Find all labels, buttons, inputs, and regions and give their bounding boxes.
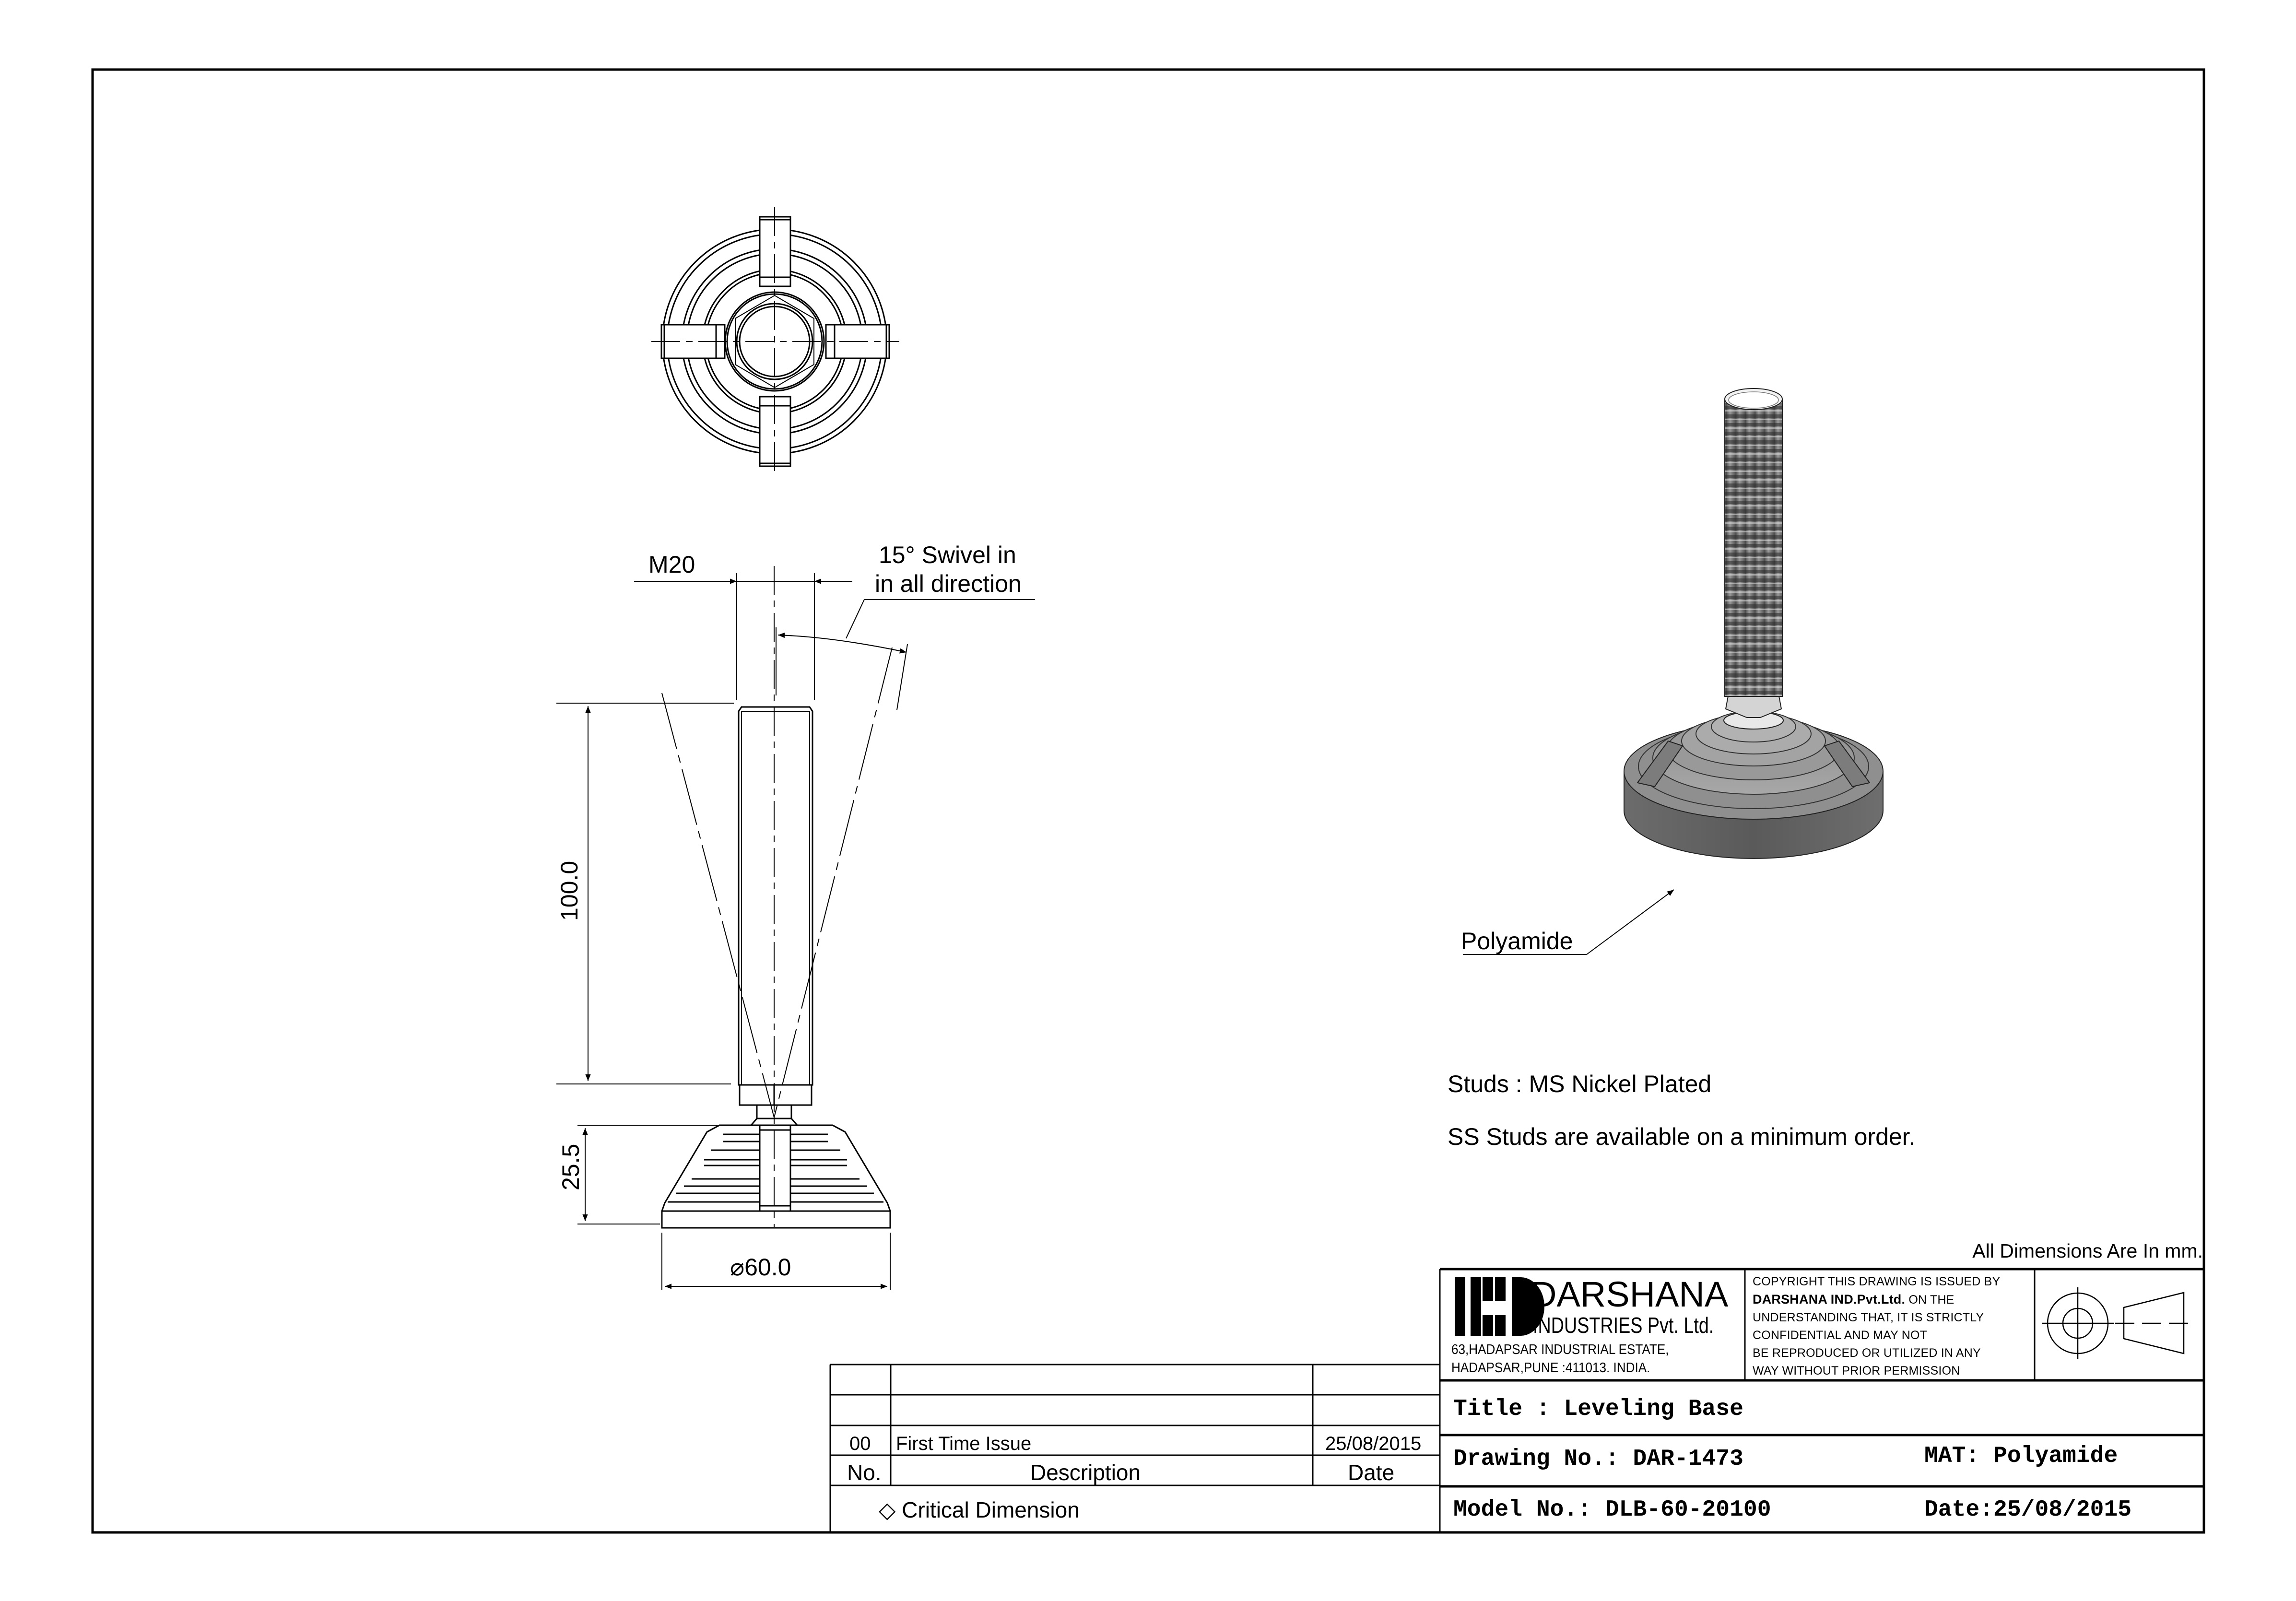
company-subtitle: INDUSTRIES Pvt. Ltd. [1533,1313,1714,1338]
drawing-number: Drawing No.: DAR-1473 [1453,1446,1743,1472]
third-angle-projection-icon [2042,1287,2192,1359]
company-logo [1455,1277,1544,1336]
revision-table-lines [829,1364,1440,1533]
iso-render [1463,388,1884,955]
revision-date-cell: 25/08/2015 [1325,1433,1422,1454]
company-address-line1: 63,HADAPSAR INDUSTRIAL ESTATE, [1451,1342,1669,1357]
base-height-dimension: 25.5 [557,1143,584,1190]
drawing-date: Date:25/08/2015 [1924,1497,2132,1523]
units-note: All Dimensions Are In mm. [1972,1240,2203,1262]
material-field: MAT: Polyamide [1924,1443,2118,1469]
title-block-lines [1439,1268,2205,1533]
side-view [661,566,893,1229]
company-name: DARSHANA [1531,1274,1729,1314]
base-diameter-dimension: ⌀60.0 [730,1254,791,1281]
note-ss-studs: SS Studs are available on a minimum orde… [1448,1123,1916,1150]
stud-length-dimension: 100.0 [556,860,583,921]
swivel-note-line1: 15° Swivel in [879,542,1016,568]
company-address-line2: HADAPSAR,PUNE :411013. INDIA. [1451,1360,1650,1376]
thread-size-label: M20 [648,551,695,578]
diameter-symbol-icon: ⌀ [730,1254,745,1281]
copyright-notice: COPYRIGHT THIS DRAWING IS ISSUED BY DARS… [1753,1275,2001,1377]
critical-dimension-legend: ◇ Critical Dimension [879,1497,1080,1522]
swivel-note-line2: in all direction [875,570,1022,597]
diamond-icon: ◇ [879,1497,896,1522]
note-studs: Studs : MS Nickel Plated [1448,1071,1712,1097]
revision-description-cell: First Time Issue [896,1433,1032,1454]
model-number: Model No.: DLB-60-20100 [1453,1497,1771,1523]
top-view [651,207,899,476]
revision-header-no: No. [847,1460,882,1485]
revision-no-cell: 00 [849,1433,871,1454]
sheet-border [91,68,2205,1534]
revision-header-date: Date [1348,1460,1395,1485]
drawing-title: Title : Leveling Base [1453,1396,1743,1422]
side-view-dimensions [556,573,1035,1290]
revision-header-description: Description [1030,1460,1141,1485]
material-callout: Polyamide [1461,928,1573,954]
